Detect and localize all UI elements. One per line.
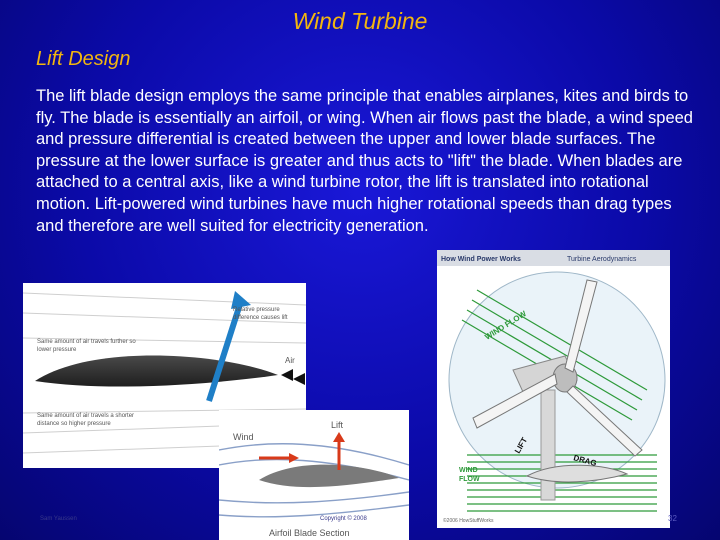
body-paragraph: The lift blade design employs the same p… (36, 87, 693, 235)
label-lower-surface-2: distance so higher pressure (37, 421, 111, 427)
blade-section-diagram: Wind Lift Airfoil Blade Section (219, 420, 409, 538)
label-upper-surface-2: lower pressure (37, 347, 77, 353)
lift-arrow (206, 300, 244, 402)
page-number: 32 (668, 514, 677, 523)
turbine-aerodynamics-diagram: How Wind Power Works Turbine Aerodynamic… (437, 250, 670, 524)
turbine-blade-2 (472, 373, 558, 429)
turbine-blade-1 (564, 279, 598, 373)
turbine-copyright: ©2006 HowStuffWorks (443, 517, 494, 524)
label-wind: Wind (233, 432, 254, 442)
label-upper-surface: Same amount of air travels further so (37, 339, 136, 345)
blade-section-figure: Wind Lift Airfoil Blade Section (219, 410, 409, 540)
label-flow: FLOW (459, 476, 480, 483)
turbine-tower (540, 389, 556, 501)
label-lower-surface: Same amount of air travels a shorter (37, 413, 134, 419)
turbine-header-left: How Wind Power Works (441, 256, 521, 263)
airfoil-pressure-figure: Relative pressure difference causes lift… (23, 283, 306, 468)
footer-copyright: Copyright © 2008 (320, 516, 367, 522)
label-air: Air (285, 356, 295, 365)
blade-section-shape (259, 464, 399, 488)
caption-airfoil-blade-section: Airfoil Blade Section (269, 528, 350, 538)
label-relative-pressure: Relative pressure (233, 307, 280, 313)
label-lift: Lift (331, 420, 344, 430)
label-relative-pressure-2: difference causes lift (233, 315, 288, 321)
footer-author: Sam Yaussen (40, 516, 77, 522)
blade-cross-section (525, 464, 629, 483)
turbine-aerodynamics-figure: How Wind Power Works Turbine Aerodynamic… (437, 250, 670, 528)
airfoil-pressure-diagram: Relative pressure difference causes lift… (23, 291, 306, 454)
slide-title: Wind Turbine (292, 8, 428, 34)
label-wind: WIND (459, 467, 478, 474)
turbine-header-right: Turbine Aerodynamics (567, 256, 637, 263)
turbine-blade-3 (566, 385, 643, 457)
airfoil-shape (35, 355, 278, 387)
slide-subtitle: Lift Design (36, 48, 131, 70)
